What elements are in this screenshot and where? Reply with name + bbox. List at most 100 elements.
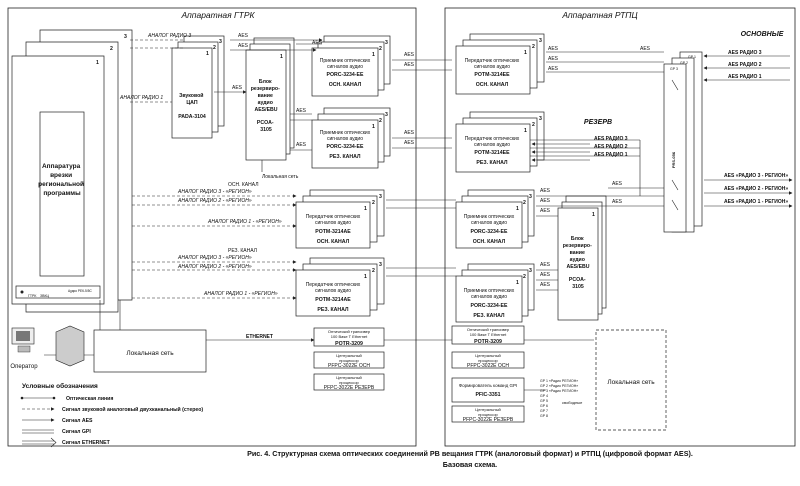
- svg-text:AES: AES: [540, 208, 551, 214]
- svg-text:АНАЛОГ РАДИО 2 - «РЕГИОН»: АНАЛОГ РАДИО 2 - «РЕГИОН»: [177, 264, 252, 270]
- svg-text:Сигнал звуковой аналоговый дву: Сигнал звуковой аналоговый двухканальный…: [62, 406, 203, 413]
- figure-caption-sub: Базовая схема.: [443, 460, 497, 469]
- svg-text:1: 1: [206, 51, 209, 57]
- svg-text:Формирователь команд GPI: Формирователь команд GPI: [459, 383, 518, 388]
- svg-text:Блок резервиро- ва: Блок резервиро- вание аудио AES/EBU: [563, 236, 594, 270]
- svg-text:AES: AES: [312, 40, 323, 46]
- svg-text:AES: AES: [640, 46, 651, 52]
- svg-text:POTM-3214EE: POTM-3214EE: [474, 150, 510, 156]
- svg-text:AES: AES: [548, 56, 559, 62]
- svg-text:1: 1: [372, 52, 375, 58]
- svg-text:AES: AES: [540, 272, 551, 278]
- svg-text:GP 2: GP 2: [680, 61, 688, 65]
- svg-text:AES РАДИО 1: AES РАДИО 1: [594, 152, 628, 158]
- svg-text:1: 1: [516, 280, 519, 286]
- local-network-right: [595, 329, 667, 431]
- svg-text:AES: AES: [404, 52, 415, 58]
- svg-text:GP 8: GP 8: [540, 414, 548, 418]
- svg-text:GP 1: GP 1: [688, 55, 696, 59]
- svg-text:3: 3: [379, 262, 382, 268]
- svg-text:3: 3: [385, 40, 388, 46]
- svg-text:POTM-3214AE: POTM-3214AE: [315, 297, 351, 303]
- svg-text:РЕЗ. КАНАЛ: РЕЗ. КАНАЛ: [476, 160, 508, 166]
- svg-text:3: 3: [219, 39, 222, 45]
- svg-text:PORC-3234-EE: PORC-3234-EE: [327, 72, 364, 78]
- svg-text:POTM-3214EE: POTM-3214EE: [474, 72, 510, 78]
- pc-tower-icon: [55, 325, 85, 367]
- svg-text:AES РАДИО 3: AES РАДИО 3: [594, 136, 628, 142]
- svg-text:1: 1: [516, 206, 519, 212]
- legend-analog: Сигнал звуковой аналоговый двухканальный…: [22, 406, 203, 413]
- osnovnye-label: ОСНОВНЫЕ: [741, 31, 784, 38]
- svg-text:PFPC-3022E РЕЗЕРВ: PFPC-3022E РЕЗЕРВ: [324, 385, 375, 391]
- svg-text:GP 2 «Радио РЕГИОН»: GP 2 «Радио РЕГИОН»: [540, 384, 578, 388]
- svg-text:AES РАДИО 2: AES РАДИО 2: [728, 62, 762, 68]
- svg-text:РЕЗ. КАНАЛ: РЕЗ. КАНАЛ: [329, 154, 361, 160]
- svg-text:1: 1: [364, 274, 367, 280]
- svg-text:PCOA- 3105: PCOA- 3105: [569, 277, 587, 290]
- svg-text:Сигнал GPI: Сигнал GPI: [62, 429, 91, 435]
- svg-text:АНАЛОГ РАДИО 1: АНАЛОГ РАДИО 1: [119, 95, 163, 101]
- svg-text:2: 2: [372, 268, 375, 274]
- svg-text:АНАЛОГ РАДИО 3 - «РЕГИОН»: АНАЛОГ РАДИО 3 - «РЕГИОН»: [177, 189, 252, 195]
- legend-gpi: Сигнал GPI: [22, 429, 91, 435]
- svg-text:1: 1: [592, 212, 595, 218]
- svg-text:свободные: свободные: [562, 400, 583, 405]
- svg-text:POTR-3209: POTR-3209: [474, 339, 502, 345]
- svg-text:AES: AES: [404, 140, 415, 146]
- dac-unit: 3 2 1 Звуковой ЦАП PADA-3104: [171, 35, 225, 139]
- svg-text:AES: AES: [296, 142, 307, 148]
- rack-panel: [15, 285, 101, 299]
- svg-text:GP 7: GP 7: [540, 409, 548, 413]
- gtrk-region-frame: [7, 7, 417, 447]
- stack-num-2: 2: [110, 46, 113, 52]
- svg-text:2: 2: [379, 118, 382, 124]
- svg-text:AES: AES: [612, 181, 623, 187]
- svg-text:AES «РАДИО 2 - РЕГИОН»: AES «РАДИО 2 - РЕГИОН»: [724, 186, 788, 192]
- svg-text:3: 3: [539, 116, 542, 122]
- svg-text:2: 2: [213, 45, 216, 51]
- svg-text:AES: AES: [540, 198, 551, 204]
- signal-lines: [44, 38, 793, 391]
- svg-text:Сигнал ETHERNET: Сигнал ETHERNET: [62, 440, 111, 446]
- svg-text:1: 1: [364, 206, 367, 212]
- svg-text:PORC-3234-EE: PORC-3234-EE: [471, 229, 508, 235]
- svg-text:2: 2: [523, 274, 526, 280]
- svg-text:АНАЛОГ РАДИО 3 - «РЕГИОН»: АНАЛОГ РАДИО 3 - «РЕГИОН»: [177, 255, 252, 261]
- network-area: Локальная сеть Оператор Оптический транс…: [10, 325, 667, 431]
- signal-labels: AES AES AES АНАЛОГ РАДИО 3 АНАЛОГ РАДИО …: [119, 33, 788, 340]
- svg-text:2: 2: [532, 122, 535, 128]
- svg-text:1: 1: [524, 128, 527, 134]
- svg-text:AES РАДИО 1: AES РАДИО 1: [728, 74, 762, 80]
- svg-text:Блок резервиро- ва: Блок резервиро- вание аудио AES/EBU: [251, 79, 282, 113]
- svg-text:Оптическая линия: Оптическая линия: [66, 396, 113, 402]
- svg-text:1: 1: [524, 50, 527, 56]
- svg-text:GP 5: GP 5: [540, 399, 548, 403]
- switch-unit: PRS-056 GP 1 GP 2 GP 3: [663, 51, 703, 233]
- svg-text:AES «РАДИО 1 - РЕГИОН»: AES «РАДИО 1 - РЕГИОН»: [724, 199, 788, 205]
- svg-text:2: 2: [532, 44, 535, 50]
- svg-text:2: 2: [372, 200, 375, 206]
- svg-text:ОСН. КАНАЛ: ОСН. КАНАЛ: [228, 182, 258, 188]
- svg-text:ОСН. КАНАЛ: ОСН. КАНАЛ: [317, 239, 350, 245]
- operator-label: Оператор: [10, 364, 38, 370]
- svg-text:Аудио РЕК-5/5С: Аудио РЕК-5/5С: [68, 289, 92, 293]
- svg-text:3: 3: [529, 268, 532, 274]
- legend-title: Условные обозначения: [22, 382, 98, 390]
- svg-text:2: 2: [523, 200, 526, 206]
- svg-text:PFPC-3022E ОСН: PFPC-3022E ОСН: [467, 363, 509, 369]
- svg-text:POTM-3214AE: POTM-3214AE: [315, 229, 351, 235]
- svg-text:AES: AES: [548, 66, 559, 72]
